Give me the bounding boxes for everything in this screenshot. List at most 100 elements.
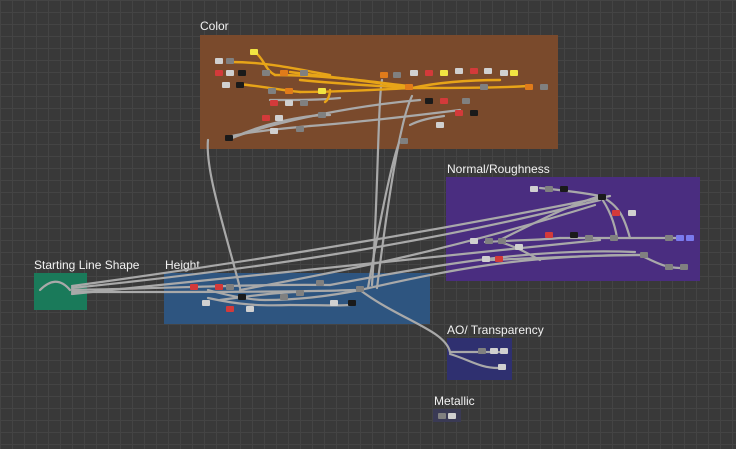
graph-node[interactable] [215, 70, 223, 76]
graph-node[interactable] [500, 70, 508, 76]
frame-title-starting-line-shape[interactable]: Starting Line Shape [34, 258, 140, 272]
frame-title-metallic[interactable]: Metallic [434, 394, 475, 408]
wire [488, 253, 642, 262]
graph-node[interactable] [405, 84, 413, 90]
graph-node[interactable] [498, 364, 506, 370]
graph-node[interactable] [300, 70, 308, 76]
graph-node[interactable] [585, 235, 593, 241]
graph-node[interactable] [318, 88, 326, 94]
graph-node[interactable] [686, 235, 694, 241]
graph-node[interactable] [246, 306, 254, 312]
graph-node[interactable] [285, 100, 293, 106]
graph-node[interactable] [480, 84, 488, 90]
graph-node[interactable] [348, 300, 356, 306]
wire [408, 114, 446, 127]
graph-node[interactable] [393, 72, 401, 78]
graph-node[interactable] [470, 238, 478, 244]
graph-node[interactable] [665, 235, 673, 241]
graph-node[interactable] [225, 135, 233, 141]
graph-node[interactable] [640, 252, 648, 258]
graph-node[interactable] [356, 286, 364, 292]
graph-node[interactable] [484, 68, 492, 74]
graph-node[interactable] [226, 70, 234, 76]
graph-node[interactable] [545, 186, 553, 192]
wire [410, 78, 502, 90]
graph-node[interactable] [545, 232, 553, 238]
graph-node[interactable] [270, 100, 278, 106]
graph-node[interactable] [318, 112, 326, 118]
frame-ao-transparency[interactable] [447, 338, 512, 380]
graph-node[interactable] [485, 238, 493, 244]
graph-node[interactable] [280, 70, 288, 76]
graph-node[interactable] [300, 100, 308, 106]
wire [298, 86, 412, 94]
wire [70, 288, 357, 294]
graph-node[interactable] [190, 284, 198, 290]
graph-node[interactable] [330, 300, 338, 306]
graph-node[interactable] [462, 98, 470, 104]
graph-node[interactable] [490, 348, 498, 354]
graph-node[interactable] [525, 84, 533, 90]
frame-title-color[interactable]: Color [200, 19, 229, 33]
graph-node[interactable] [610, 235, 618, 241]
graph-node[interactable] [570, 232, 578, 238]
frame-title-ao-transparency[interactable]: AO/ Transparency [447, 323, 544, 337]
graph-node[interactable] [470, 110, 478, 116]
graph-node[interactable] [215, 58, 223, 64]
frame-title-normal-roughness[interactable]: Normal/Roughness [447, 162, 550, 176]
graph-node[interactable] [238, 294, 246, 300]
graph-node[interactable] [222, 82, 230, 88]
graph-node[interactable] [510, 70, 518, 76]
graph-node[interactable] [425, 98, 433, 104]
wire [218, 290, 302, 302]
graph-node[interactable] [438, 413, 446, 419]
graph-node[interactable] [436, 122, 444, 128]
graph-node[interactable] [285, 88, 293, 94]
graph-node[interactable] [515, 244, 523, 250]
graph-node[interactable] [380, 72, 388, 78]
graph-node[interactable] [455, 68, 463, 74]
graph-node[interactable] [478, 348, 486, 354]
graph-node[interactable] [236, 82, 244, 88]
graph-node[interactable] [560, 186, 568, 192]
graph-node[interactable] [262, 115, 270, 121]
wire [38, 280, 72, 292]
graph-node[interactable] [226, 284, 234, 290]
graph-node[interactable] [226, 58, 234, 64]
graph-node[interactable] [676, 235, 684, 241]
wire [70, 198, 602, 290]
graph-node[interactable] [270, 128, 278, 134]
graph-node[interactable] [400, 138, 408, 144]
graph-node[interactable] [226, 306, 234, 312]
graph-node[interactable] [316, 280, 324, 286]
graph-node[interactable] [296, 290, 304, 296]
graph-node[interactable] [440, 70, 448, 76]
graph-node[interactable] [250, 49, 258, 55]
graph-node[interactable] [455, 110, 463, 116]
graph-node[interactable] [440, 98, 448, 104]
graph-node[interactable] [628, 210, 636, 216]
graph-node[interactable] [530, 186, 538, 192]
graph-node[interactable] [498, 238, 506, 244]
wire [206, 138, 242, 290]
graph-node[interactable] [410, 70, 418, 76]
graph-node[interactable] [540, 84, 548, 90]
graph-node[interactable] [470, 68, 478, 74]
graph-node[interactable] [500, 348, 508, 354]
graph-node[interactable] [215, 284, 223, 290]
graph-node[interactable] [268, 88, 276, 94]
graph-node[interactable] [612, 210, 620, 216]
graph-node[interactable] [238, 70, 246, 76]
graph-node[interactable] [482, 256, 490, 262]
graph-node[interactable] [262, 70, 270, 76]
graph-node[interactable] [280, 294, 288, 300]
graph-node[interactable] [448, 413, 456, 419]
graph-node[interactable] [425, 70, 433, 76]
graph-node[interactable] [495, 256, 503, 262]
graph-node[interactable] [202, 300, 210, 306]
graph-node[interactable] [296, 126, 304, 132]
graph-node[interactable] [665, 264, 673, 270]
graph-node[interactable] [275, 115, 283, 121]
graph-node[interactable] [680, 264, 688, 270]
graph-node[interactable] [598, 194, 606, 200]
